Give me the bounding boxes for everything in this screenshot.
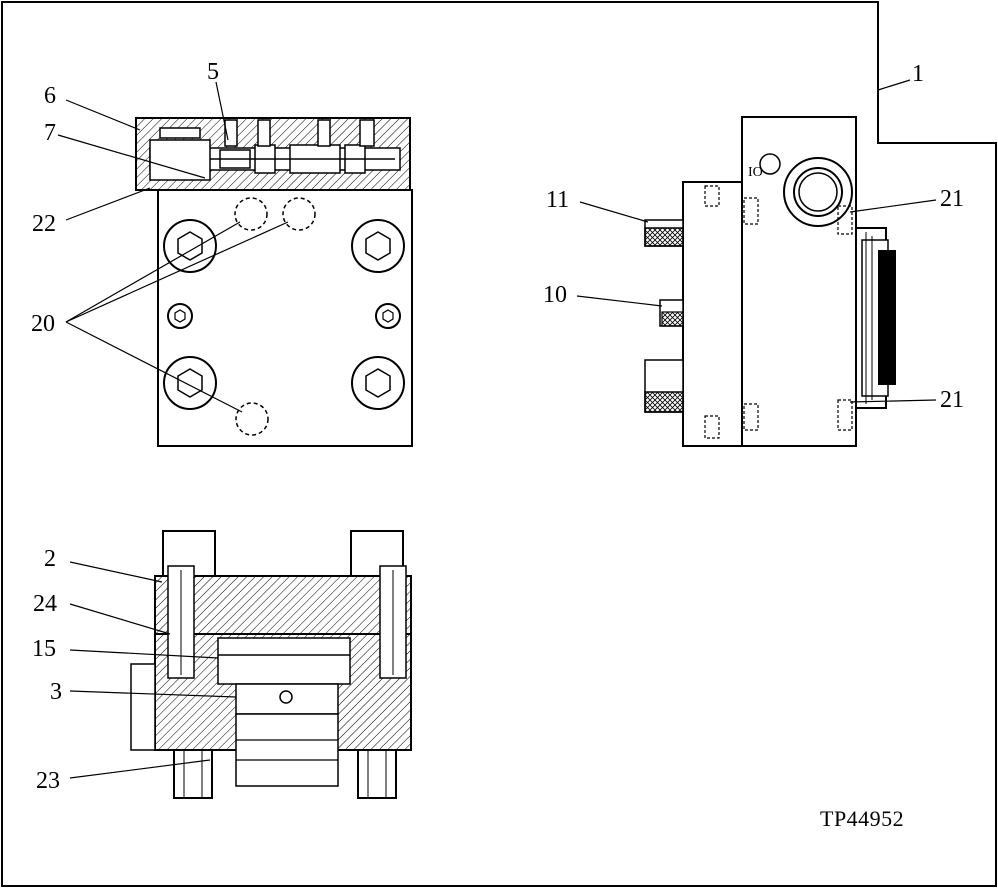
callout-10: 10: [543, 282, 567, 308]
callout-23: 23: [36, 768, 60, 794]
top-right-view: IO: [644, 116, 896, 447]
callout-15: 15: [32, 636, 56, 662]
end-cap: [682, 181, 743, 447]
callout-20: 20: [31, 311, 55, 337]
callout-21-bottom: 21: [940, 387, 964, 413]
svg-text:IO: IO: [748, 165, 763, 180]
upper-section: [154, 575, 412, 635]
leaders-bottom-left: [69, 561, 237, 779]
callout-1: 1: [912, 61, 924, 87]
callout-5: 5: [207, 59, 219, 85]
callout-22: 22: [32, 211, 56, 237]
leaders-top-left: [57, 81, 289, 413]
bottom-left-view: [130, 530, 412, 799]
top-left-view: [135, 117, 413, 447]
leaders-top-right: [576, 79, 937, 403]
callout-3: 3: [50, 679, 62, 705]
callout-2: 2: [44, 546, 56, 572]
callout-7: 7: [44, 120, 56, 146]
callout-21-top: 21: [940, 186, 964, 212]
callout-24: 24: [33, 591, 57, 617]
figure-id: TP44952: [820, 806, 905, 831]
callout-11: 11: [546, 187, 570, 213]
callout-6: 6: [44, 83, 56, 109]
